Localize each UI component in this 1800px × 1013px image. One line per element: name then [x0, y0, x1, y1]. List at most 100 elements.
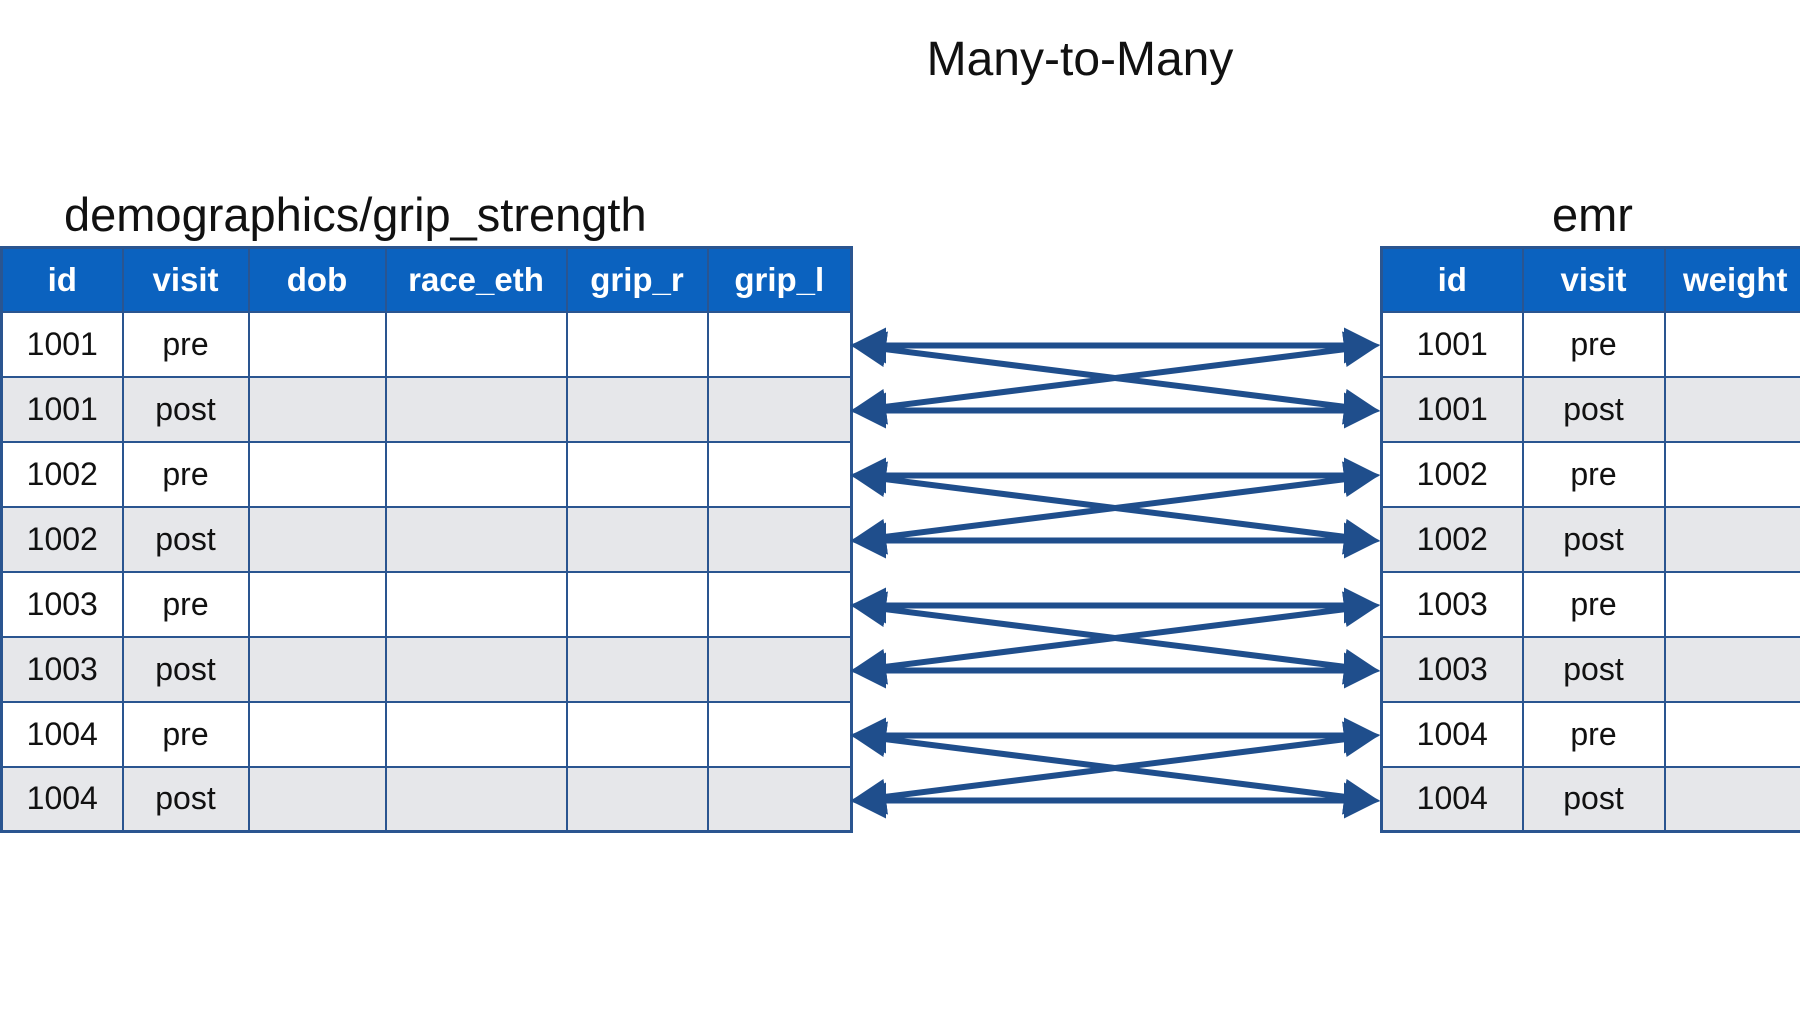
left-table-cell-dob [247, 570, 387, 638]
left-table-cell-id: 1001 [0, 375, 124, 443]
diagram-title: Many-to-Many [926, 33, 1234, 86]
right-table-cell-weight [1663, 375, 1800, 443]
right-table-cell-visit: post [1521, 375, 1666, 443]
left-table-header-id: id [0, 246, 124, 313]
left-table-cell-grip-r [565, 310, 709, 378]
left-table-header-grip-l: grip_l [706, 246, 853, 313]
left-table-cell-dob [247, 635, 387, 703]
left-table-cell-race-eth [384, 570, 568, 638]
right-table-title: emr [1552, 188, 1633, 241]
left-table-cell-grip-l [706, 570, 853, 638]
right-table-cell-visit: pre [1521, 570, 1666, 638]
left-table-cell-race-eth [384, 765, 568, 833]
left-table-cell-visit: pre [121, 570, 250, 638]
right-table-cell-weight [1663, 310, 1800, 378]
left-table-cell-grip-r [565, 375, 709, 443]
left-table-cell-visit: pre [121, 310, 250, 378]
left-table-cell-id: 1003 [0, 570, 124, 638]
right-table-cell-visit: pre [1521, 310, 1666, 378]
right-table-cell-id: 1002 [1380, 505, 1524, 573]
right-table-cell-weight [1663, 440, 1800, 508]
left-table-cell-grip-l [706, 505, 853, 573]
left-table-cell-dob [247, 700, 387, 768]
left-table-cell-visit: post [121, 505, 250, 573]
left-table-cell-id: 1001 [0, 310, 124, 378]
right-table-cell-id: 1001 [1380, 375, 1524, 443]
right-table-cell-visit: post [1521, 635, 1666, 703]
left-table-cell-id: 1003 [0, 635, 124, 703]
left-table-cell-id: 1002 [0, 505, 124, 573]
right-table-cell-id: 1003 [1380, 635, 1524, 703]
left-table-cell-race-eth [384, 310, 568, 378]
left-table-cell-grip-l [706, 310, 853, 378]
left-table-cell-grip-r [565, 570, 709, 638]
left-table-cell-grip-l [706, 700, 853, 768]
right-table-cell-id: 1004 [1380, 765, 1524, 833]
left-table-cell-id: 1004 [0, 765, 124, 833]
right-table-cell-weight [1663, 570, 1800, 638]
left-table-cell-dob [247, 765, 387, 833]
right-table-cell-visit: pre [1521, 440, 1666, 508]
right-table-cell-visit: post [1521, 765, 1666, 833]
left-table-cell-grip-r [565, 635, 709, 703]
left-table-cell-grip-l [706, 765, 853, 833]
right-table-cell-weight [1663, 505, 1800, 573]
left-table-header-dob: dob [247, 246, 387, 313]
left-table-cell-visit: post [121, 765, 250, 833]
left-table-cell-id: 1002 [0, 440, 124, 508]
left-table-cell-grip-r [565, 700, 709, 768]
left-table-cell-visit: pre [121, 700, 250, 768]
left-table-title: demographics/grip_strength [64, 188, 647, 241]
left-table-cell-race-eth [384, 505, 568, 573]
left-table-cell-visit: post [121, 635, 250, 703]
left-table-cell-race-eth [384, 375, 568, 443]
right-table-cell-visit: post [1521, 505, 1666, 573]
left-table-cell-grip-l [706, 440, 853, 508]
left-table-cell-grip-r [565, 440, 709, 508]
left-table-header-visit: visit [121, 246, 250, 313]
left-table-cell-race-eth [384, 700, 568, 768]
left-table-cell-visit: pre [121, 440, 250, 508]
right-table-cell-id: 1001 [1380, 310, 1524, 378]
left-table-cell-dob [247, 505, 387, 573]
left-table-header-grip-r: grip_r [565, 246, 709, 313]
right-table-cell-id: 1002 [1380, 440, 1524, 508]
left-table-cell-dob [247, 440, 387, 508]
left-table-cell-dob [247, 375, 387, 443]
right-table-cell-id: 1004 [1380, 700, 1524, 768]
right-table-cell-visit: pre [1521, 700, 1666, 768]
left-table-cell-grip-r [565, 765, 709, 833]
right-table-cell-weight [1663, 700, 1800, 768]
left-table-cell-grip-l [706, 375, 853, 443]
right-table-cell-weight [1663, 635, 1800, 703]
right-table-cell-id: 1003 [1380, 570, 1524, 638]
left-table-cell-visit: post [121, 375, 250, 443]
left-table-cell-dob [247, 310, 387, 378]
left-table-cell-grip-r [565, 505, 709, 573]
left-table-cell-id: 1004 [0, 700, 124, 768]
left-table-cell-race-eth [384, 635, 568, 703]
left-table-header-race-eth: race_eth [384, 246, 568, 313]
left-table-cell-race-eth [384, 440, 568, 508]
